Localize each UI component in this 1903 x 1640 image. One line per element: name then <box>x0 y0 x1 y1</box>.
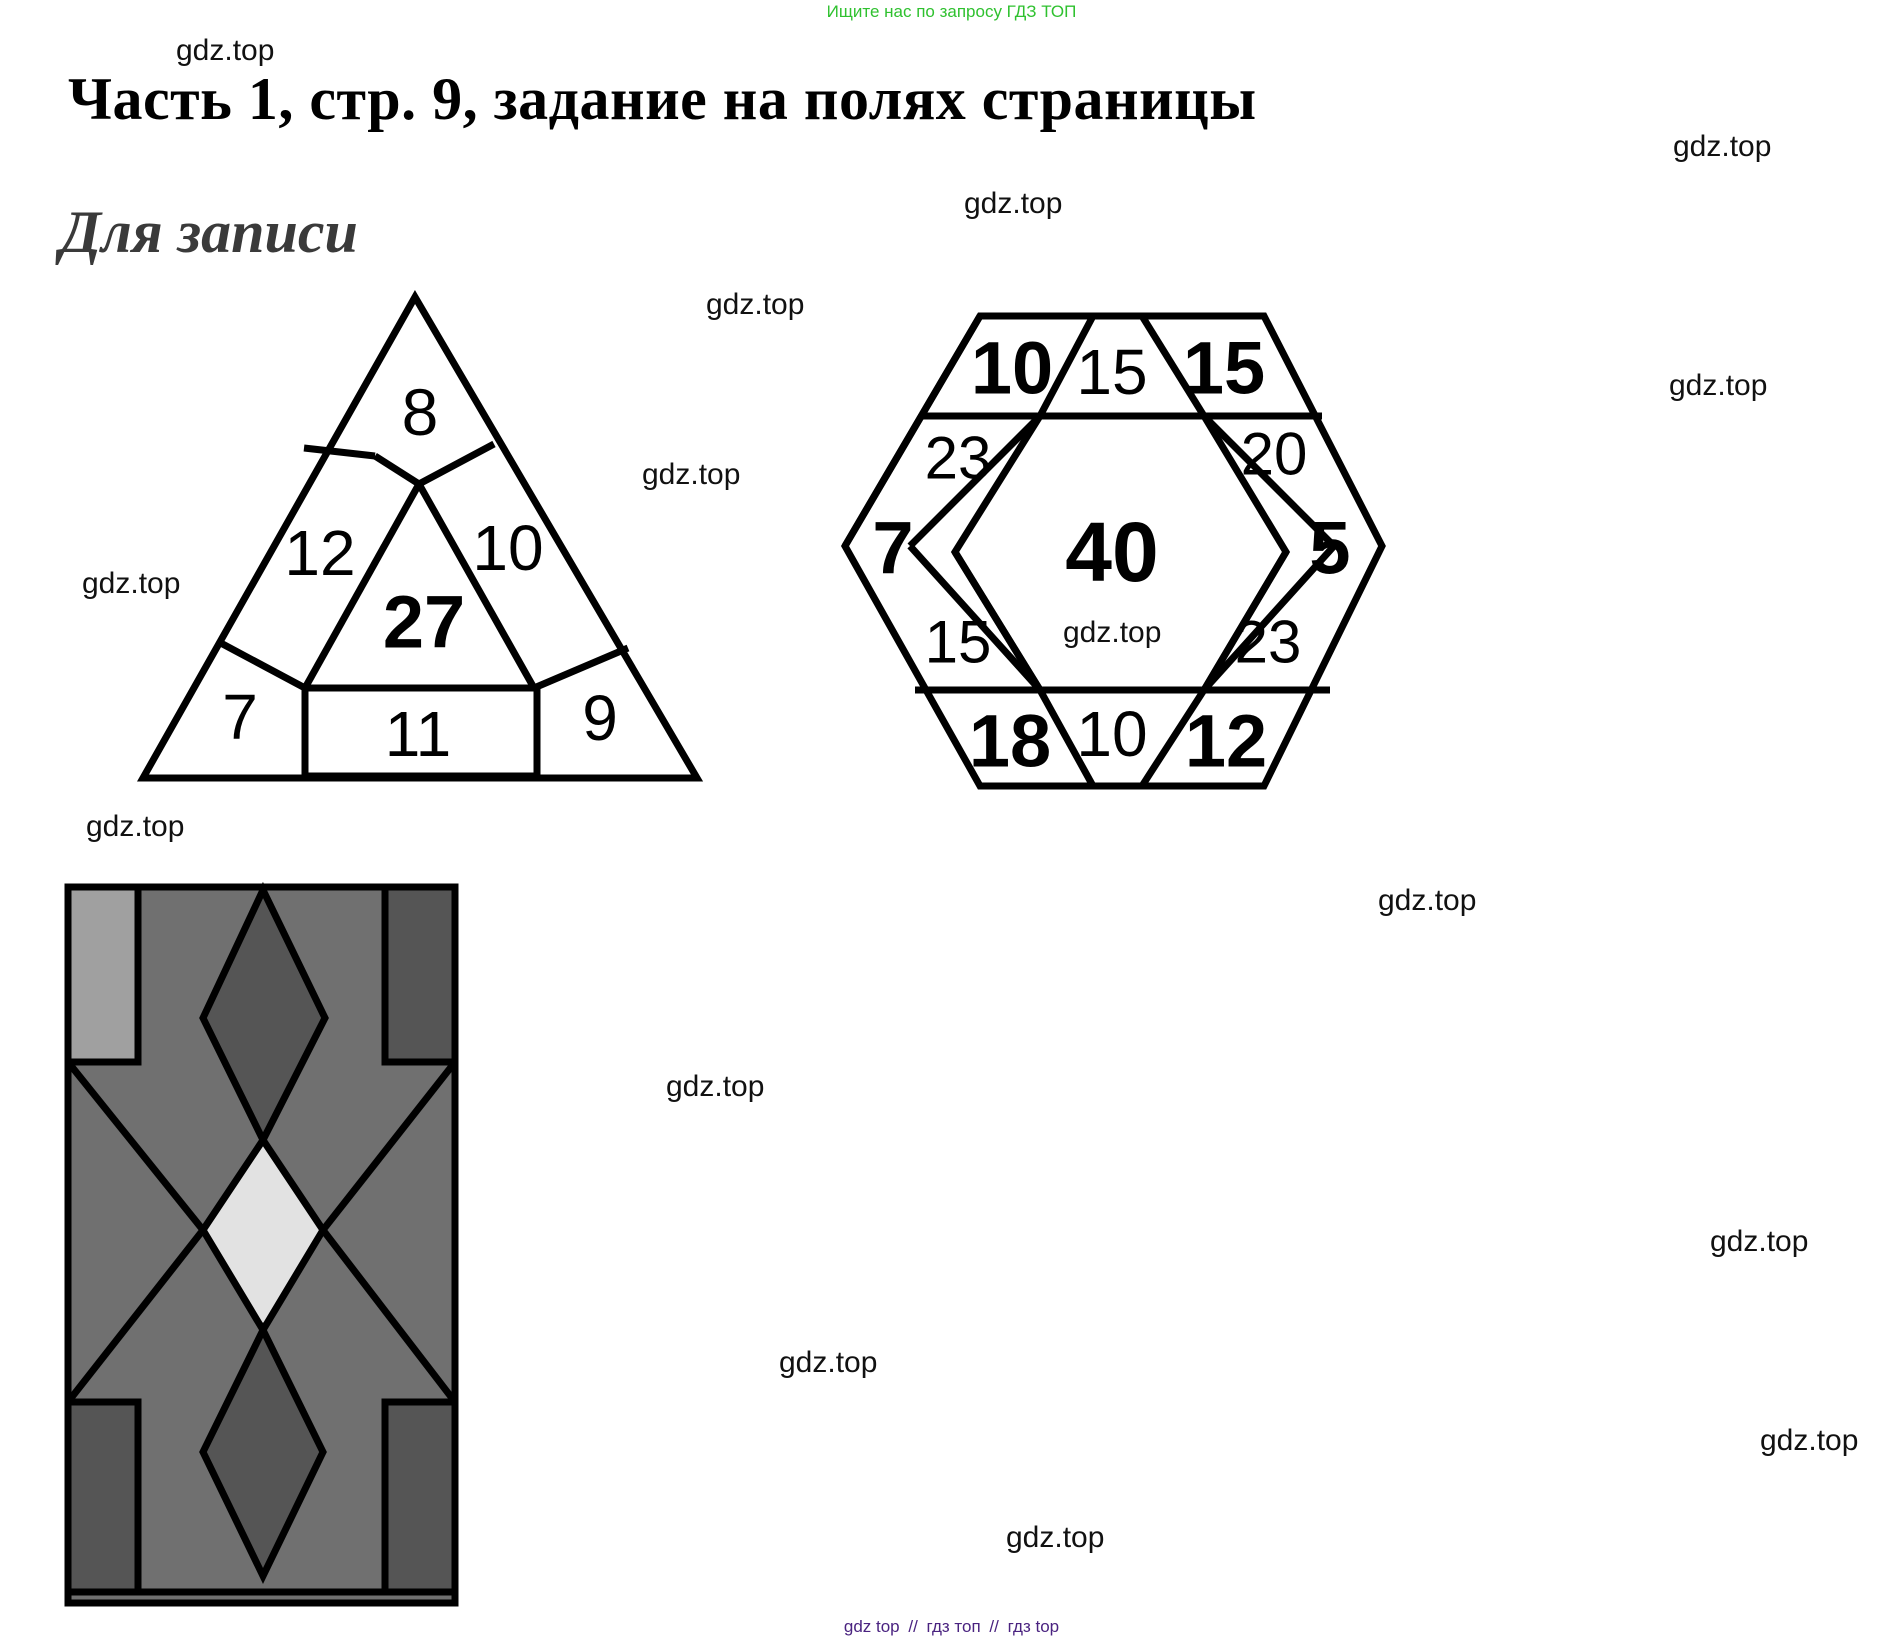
footer-link-gdz-top-mixed[interactable]: гдз top <box>1007 1617 1060 1636</box>
hexagon-line <box>1139 688 1207 788</box>
hexagon-line <box>1036 688 1097 788</box>
hex-left: 7 <box>872 507 913 590</box>
watermark: gdz.top <box>176 34 275 67</box>
hex-upper-left: 23 <box>925 425 992 492</box>
triangle-top: 8 <box>402 375 439 449</box>
hexagon-line <box>1200 550 1290 692</box>
watermark: gdz.top <box>82 567 181 600</box>
watermark: gdz.top <box>1710 1225 1809 1258</box>
hex-top-right: 15 <box>1183 327 1265 410</box>
triangle-line <box>532 644 630 692</box>
hex-bottom-middle: 10 <box>1076 698 1147 770</box>
section-subtitle: Для записи <box>60 199 358 265</box>
pattern-bottom-right-block <box>381 1398 459 1596</box>
pattern-diagonal <box>320 1227 458 1405</box>
watermark: gdz.top <box>1006 1521 1105 1554</box>
triangle-line <box>301 482 423 690</box>
hex-upper-right: 20 <box>1241 421 1308 488</box>
hexagon-line <box>1036 314 1097 418</box>
pattern-top-left-block <box>64 883 142 1066</box>
hexagon-line <box>841 314 984 548</box>
triangle-bottom-right: 9 <box>582 682 618 754</box>
triangle-bottom-left: 7 <box>222 681 258 753</box>
hexagon-line <box>1139 314 1207 418</box>
footer-separator: // <box>908 1617 918 1636</box>
watermark: gdz.top <box>964 187 1063 220</box>
triangle-line <box>303 444 376 460</box>
hex-lower-left: 15 <box>925 609 992 676</box>
footer-separator: // <box>989 1617 999 1636</box>
watermark: gdz.top <box>706 288 805 321</box>
hexagon-line <box>1201 543 1337 693</box>
pattern-diagonal <box>320 1059 458 1233</box>
triangle-line <box>415 482 538 690</box>
triangle-bottom-box <box>301 684 541 780</box>
triangle-bottom-middle: 11 <box>385 698 451 770</box>
triangle-right: 10 <box>472 512 543 584</box>
watermark: gdz.top <box>1063 616 1162 649</box>
hexagon-line <box>952 550 1043 692</box>
watermark: gdz.top <box>86 810 185 843</box>
hex-bottom-left: 18 <box>969 700 1051 783</box>
triangle-line <box>373 453 421 487</box>
page-title: Часть 1, стр. 9, задание на полях страни… <box>68 66 1257 132</box>
watermark: gdz.top <box>1378 884 1477 917</box>
pattern-bottom-left-block <box>64 1398 142 1596</box>
watermark: gdz.top <box>1669 369 1768 402</box>
hex-top-left: 10 <box>971 327 1053 410</box>
watermark: gdz.top <box>1673 130 1772 163</box>
hex-lower-right: 23 <box>1235 609 1302 676</box>
top-banner[interactable]: Ищите нас по запросу ГДЗ ТОП <box>826 2 1077 21</box>
triangle-left: 12 <box>284 517 355 589</box>
footer-link-gdz-top-ru[interactable]: гдз топ <box>926 1617 981 1636</box>
watermark: gdz.top <box>1760 1424 1859 1457</box>
hex-right: 5 <box>1309 507 1350 590</box>
pattern-diagonal <box>65 1227 206 1405</box>
hex-center: 40 <box>1065 505 1158 599</box>
footer-links: gdz top // гдз топ // гдз top <box>0 1617 1903 1637</box>
pattern-top-right-block <box>381 883 459 1066</box>
triangle-line <box>417 440 496 488</box>
pattern-diagonal <box>65 1059 206 1233</box>
footer-link-gdz-top[interactable]: gdz top <box>843 1617 900 1636</box>
hex-bottom-right: 12 <box>1185 700 1267 783</box>
hexagon-line <box>907 413 1043 549</box>
triangle-center: 27 <box>383 581 465 664</box>
watermark: gdz.top <box>666 1070 765 1103</box>
watermark: gdz.top <box>642 458 741 491</box>
hexagon-line <box>1201 413 1337 549</box>
hex-top-middle: 15 <box>1076 336 1147 408</box>
hexagon-line <box>907 543 1043 693</box>
watermark: gdz.top <box>779 1346 878 1379</box>
pattern-diamond-bottom <box>199 1322 327 1585</box>
triangle-line <box>215 637 307 692</box>
